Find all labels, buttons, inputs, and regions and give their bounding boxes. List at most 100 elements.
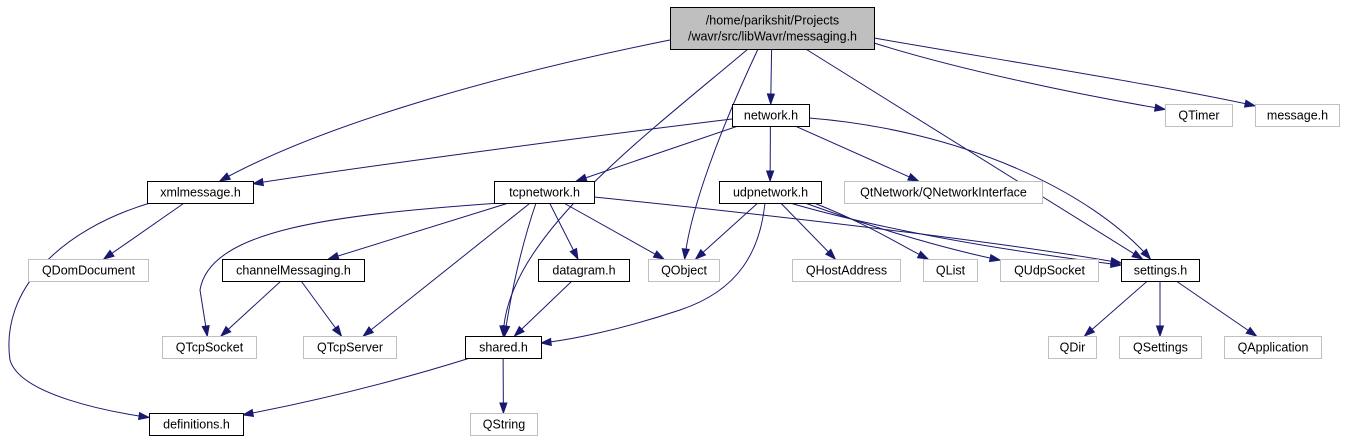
edge-line (242, 357, 471, 416)
node-qdir: QDir (1048, 336, 1097, 359)
edge-line (576, 125, 739, 182)
node-label: /wavr/src/libWavr/messaging.h (688, 30, 857, 44)
node-settings[interactable]: settings.h (1121, 259, 1200, 282)
node-label: definitions.h (163, 418, 230, 432)
arrowhead (331, 325, 343, 338)
arrowhead (694, 248, 707, 261)
edge-messaging-to-xmlmessage (218, 39, 671, 182)
node-label: udpnetwork.h (733, 186, 808, 200)
node-xmlmessage[interactable]: xmlmessage.h (147, 181, 254, 204)
edge-datagram-to-shared (513, 280, 573, 338)
edge-line (220, 280, 282, 337)
edge-xmlmessage-to-definitions (8, 202, 151, 421)
arrowhead (218, 172, 232, 182)
edge-shared-to-definitions (241, 357, 471, 418)
edge-line (873, 37, 1256, 107)
edge-tcpnetwork-to-qobject (563, 202, 666, 260)
node-box (923, 259, 978, 282)
arrowhead (1131, 249, 1144, 260)
node-label: QObject (661, 264, 707, 278)
node-box (1000, 259, 1099, 282)
node-shared[interactable]: shared.h (465, 336, 542, 359)
node-label: QTcpSocket (176, 341, 244, 355)
node-qudpsocket: QUdpSocket (1000, 259, 1099, 282)
arrowhead (362, 326, 375, 337)
node-label: QHostAddress (806, 264, 887, 278)
node-box (303, 336, 397, 359)
arrowhead (569, 247, 579, 261)
edge-line (813, 202, 929, 260)
node-qnetif: QtNetwork/QNetworkInterface (844, 181, 1043, 204)
edge-line (328, 202, 509, 260)
node-label: QList (936, 264, 966, 278)
node-label: datagram.h (552, 264, 615, 278)
edge-tcpnetwork-to-datagram (549, 202, 579, 261)
node-datagram[interactable]: datagram.h (538, 259, 630, 282)
arrowhead (916, 250, 930, 260)
edge-network-to-xmlmessage (251, 118, 733, 187)
edge-udpnetwork-to-settings (789, 202, 1123, 268)
node-box (792, 259, 901, 282)
arrowhead (1245, 326, 1258, 337)
edge-messaging-to-message (873, 37, 1257, 108)
node-qhostaddr: QHostAddress (792, 259, 901, 282)
edge-settings-to-qapplication (1175, 280, 1258, 337)
edge-line (252, 118, 733, 185)
edge-udpnetwork-to-shared (539, 202, 766, 347)
node-label: QtNetwork/QNetworkInterface (860, 186, 1027, 200)
node-qobject: QObject (648, 259, 720, 282)
arrowhead (326, 251, 340, 260)
arrowhead (138, 411, 151, 421)
node-layer: /home/parikshit/Projects/wavr/src/libWav… (28, 7, 1340, 436)
edge-line (1084, 280, 1148, 337)
node-label: QUdpSocket (1014, 264, 1085, 278)
arrowhead (219, 325, 232, 338)
edge-tcpnetwork-to-channelmsg (326, 202, 509, 260)
edge-messaging-to-network (766, 48, 776, 106)
edge-line (1175, 280, 1257, 337)
node-channelmsg[interactable]: channelMessaging.h (222, 259, 365, 282)
arrowhead (513, 325, 525, 338)
arrowhead (907, 172, 920, 182)
node-messaging[interactable]: /home/parikshit/Projects/wavr/src/libWav… (670, 7, 875, 50)
node-label: QTimer (1178, 109, 1219, 123)
node-box (844, 181, 1043, 204)
node-network[interactable]: network.h (732, 104, 810, 127)
node-box (1121, 259, 1200, 282)
edge-line (794, 125, 919, 182)
node-qapplication: QApplication (1224, 336, 1322, 359)
node-qdomdoc: QDomDocument (28, 259, 149, 282)
edge-line (540, 202, 766, 344)
edge-line (300, 280, 342, 337)
node-box (1119, 336, 1202, 359)
arrowhead (824, 248, 837, 261)
edge-line (563, 202, 665, 260)
arrowhead (502, 324, 511, 338)
arrowhead (499, 402, 508, 415)
arrowhead (1153, 103, 1167, 112)
arrowhead (251, 177, 265, 187)
edge-tcpnetwork-to-shared (502, 202, 537, 338)
edge-line (695, 202, 759, 260)
edge-line (684, 48, 759, 260)
edge-settings-to-qsettings (1155, 281, 1165, 338)
node-definitions[interactable]: definitions.h (149, 413, 244, 436)
edge-line (805, 48, 1143, 260)
edge-line (873, 42, 1166, 110)
node-box (162, 336, 257, 359)
node-label: shared.h (479, 341, 528, 355)
edge-line (362, 202, 531, 337)
edge-channelmsg-to-qtcpserver (300, 280, 343, 338)
arrowhead (539, 337, 552, 347)
node-tcpnetwork[interactable]: tcpnetwork.h (494, 181, 595, 204)
node-qlist: QList (923, 259, 978, 282)
edge-udpnetwork-to-qlist (813, 202, 930, 260)
edge-network-to-qnetif (794, 125, 920, 182)
edge-messaging-to-qtimer (873, 42, 1167, 112)
edge-line (780, 202, 836, 260)
edge-network-to-tcpnetwork (574, 125, 739, 182)
arrowhead (1083, 325, 1096, 337)
edge-layer (8, 37, 1258, 421)
edge-line (504, 202, 537, 337)
node-udpnetwork[interactable]: udpnetwork.h (719, 181, 822, 204)
